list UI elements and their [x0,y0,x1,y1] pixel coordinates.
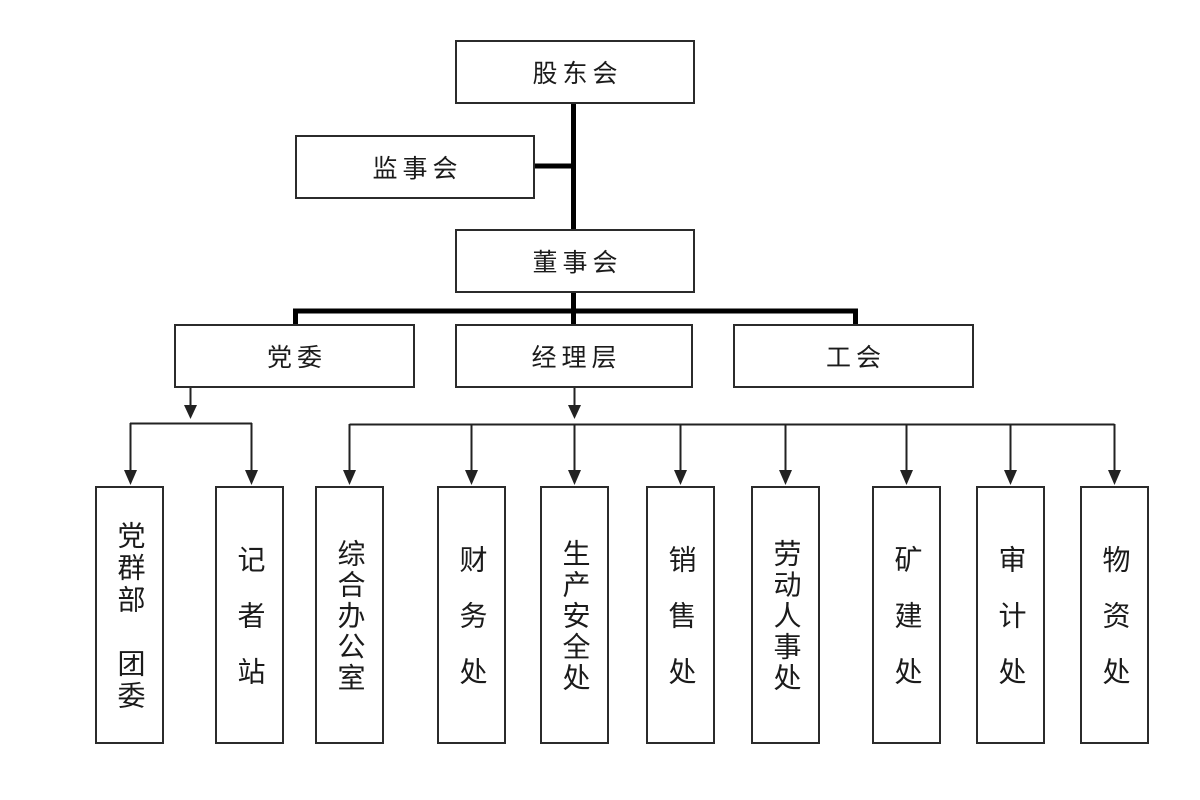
party-branch-connector [124,388,258,485]
node-label: 党委 [266,344,327,372]
arrowhead [674,470,687,485]
arrowhead [779,470,792,485]
dept-box-general-office: 综合办公室 [315,486,384,744]
dept-box-materials: 物资处 [1080,486,1149,744]
node-management-team: 经理层 [455,324,693,388]
dept-box-mine-construction: 矿建处 [872,486,941,744]
dept-label: 生产安全处 [559,539,591,694]
dept-box-audit: 审计处 [976,486,1045,744]
arrowhead [1004,470,1017,485]
arrowhead [124,470,137,485]
arrowhead [1108,470,1121,485]
node-party-committee: 党委 [174,324,415,388]
dept-label: 记者站 [234,545,266,713]
dept-label: 物资处 [1099,545,1131,713]
node-shareholders-meeting: 股东会 [455,40,695,104]
node-board-of-directors: 董事会 [455,229,695,293]
management-branch-connector [343,388,1121,485]
dept-label: 销售处 [665,545,697,713]
node-label: 董事会 [532,249,623,277]
dept-box-party-mass-youth-league: 党群部 团委 [95,486,164,744]
arrowhead [343,470,356,485]
node-label: 工会 [825,344,886,372]
dept-label: 党群部 团委 [114,521,146,713]
dept-box-finance: 财务处 [437,486,506,744]
dept-label: 财务处 [456,545,488,713]
dept-label: 审计处 [995,545,1027,713]
arrowhead [465,470,478,485]
node-labor-union: 工会 [733,324,974,388]
node-label: 股东会 [532,60,623,88]
arrowhead [184,405,197,419]
arrowhead [245,470,258,485]
dept-label: 综合办公室 [334,539,366,694]
dept-box-production-safety: 生产安全处 [540,486,609,744]
dept-box-reporter-station: 记者站 [215,486,284,744]
node-label: 监事会 [372,155,463,183]
node-supervisory-board: 监事会 [295,135,535,199]
node-label: 经理层 [531,344,622,372]
trunk-connectors [293,103,858,324]
dept-box-sales: 销售处 [646,486,715,744]
arrowhead [568,470,581,485]
dept-label: 劳动人事处 [770,539,802,694]
dept-label: 矿建处 [891,545,923,713]
arrowhead [900,470,913,485]
arrowhead [568,405,581,419]
dept-box-labor-personnel: 劳动人事处 [751,486,820,744]
